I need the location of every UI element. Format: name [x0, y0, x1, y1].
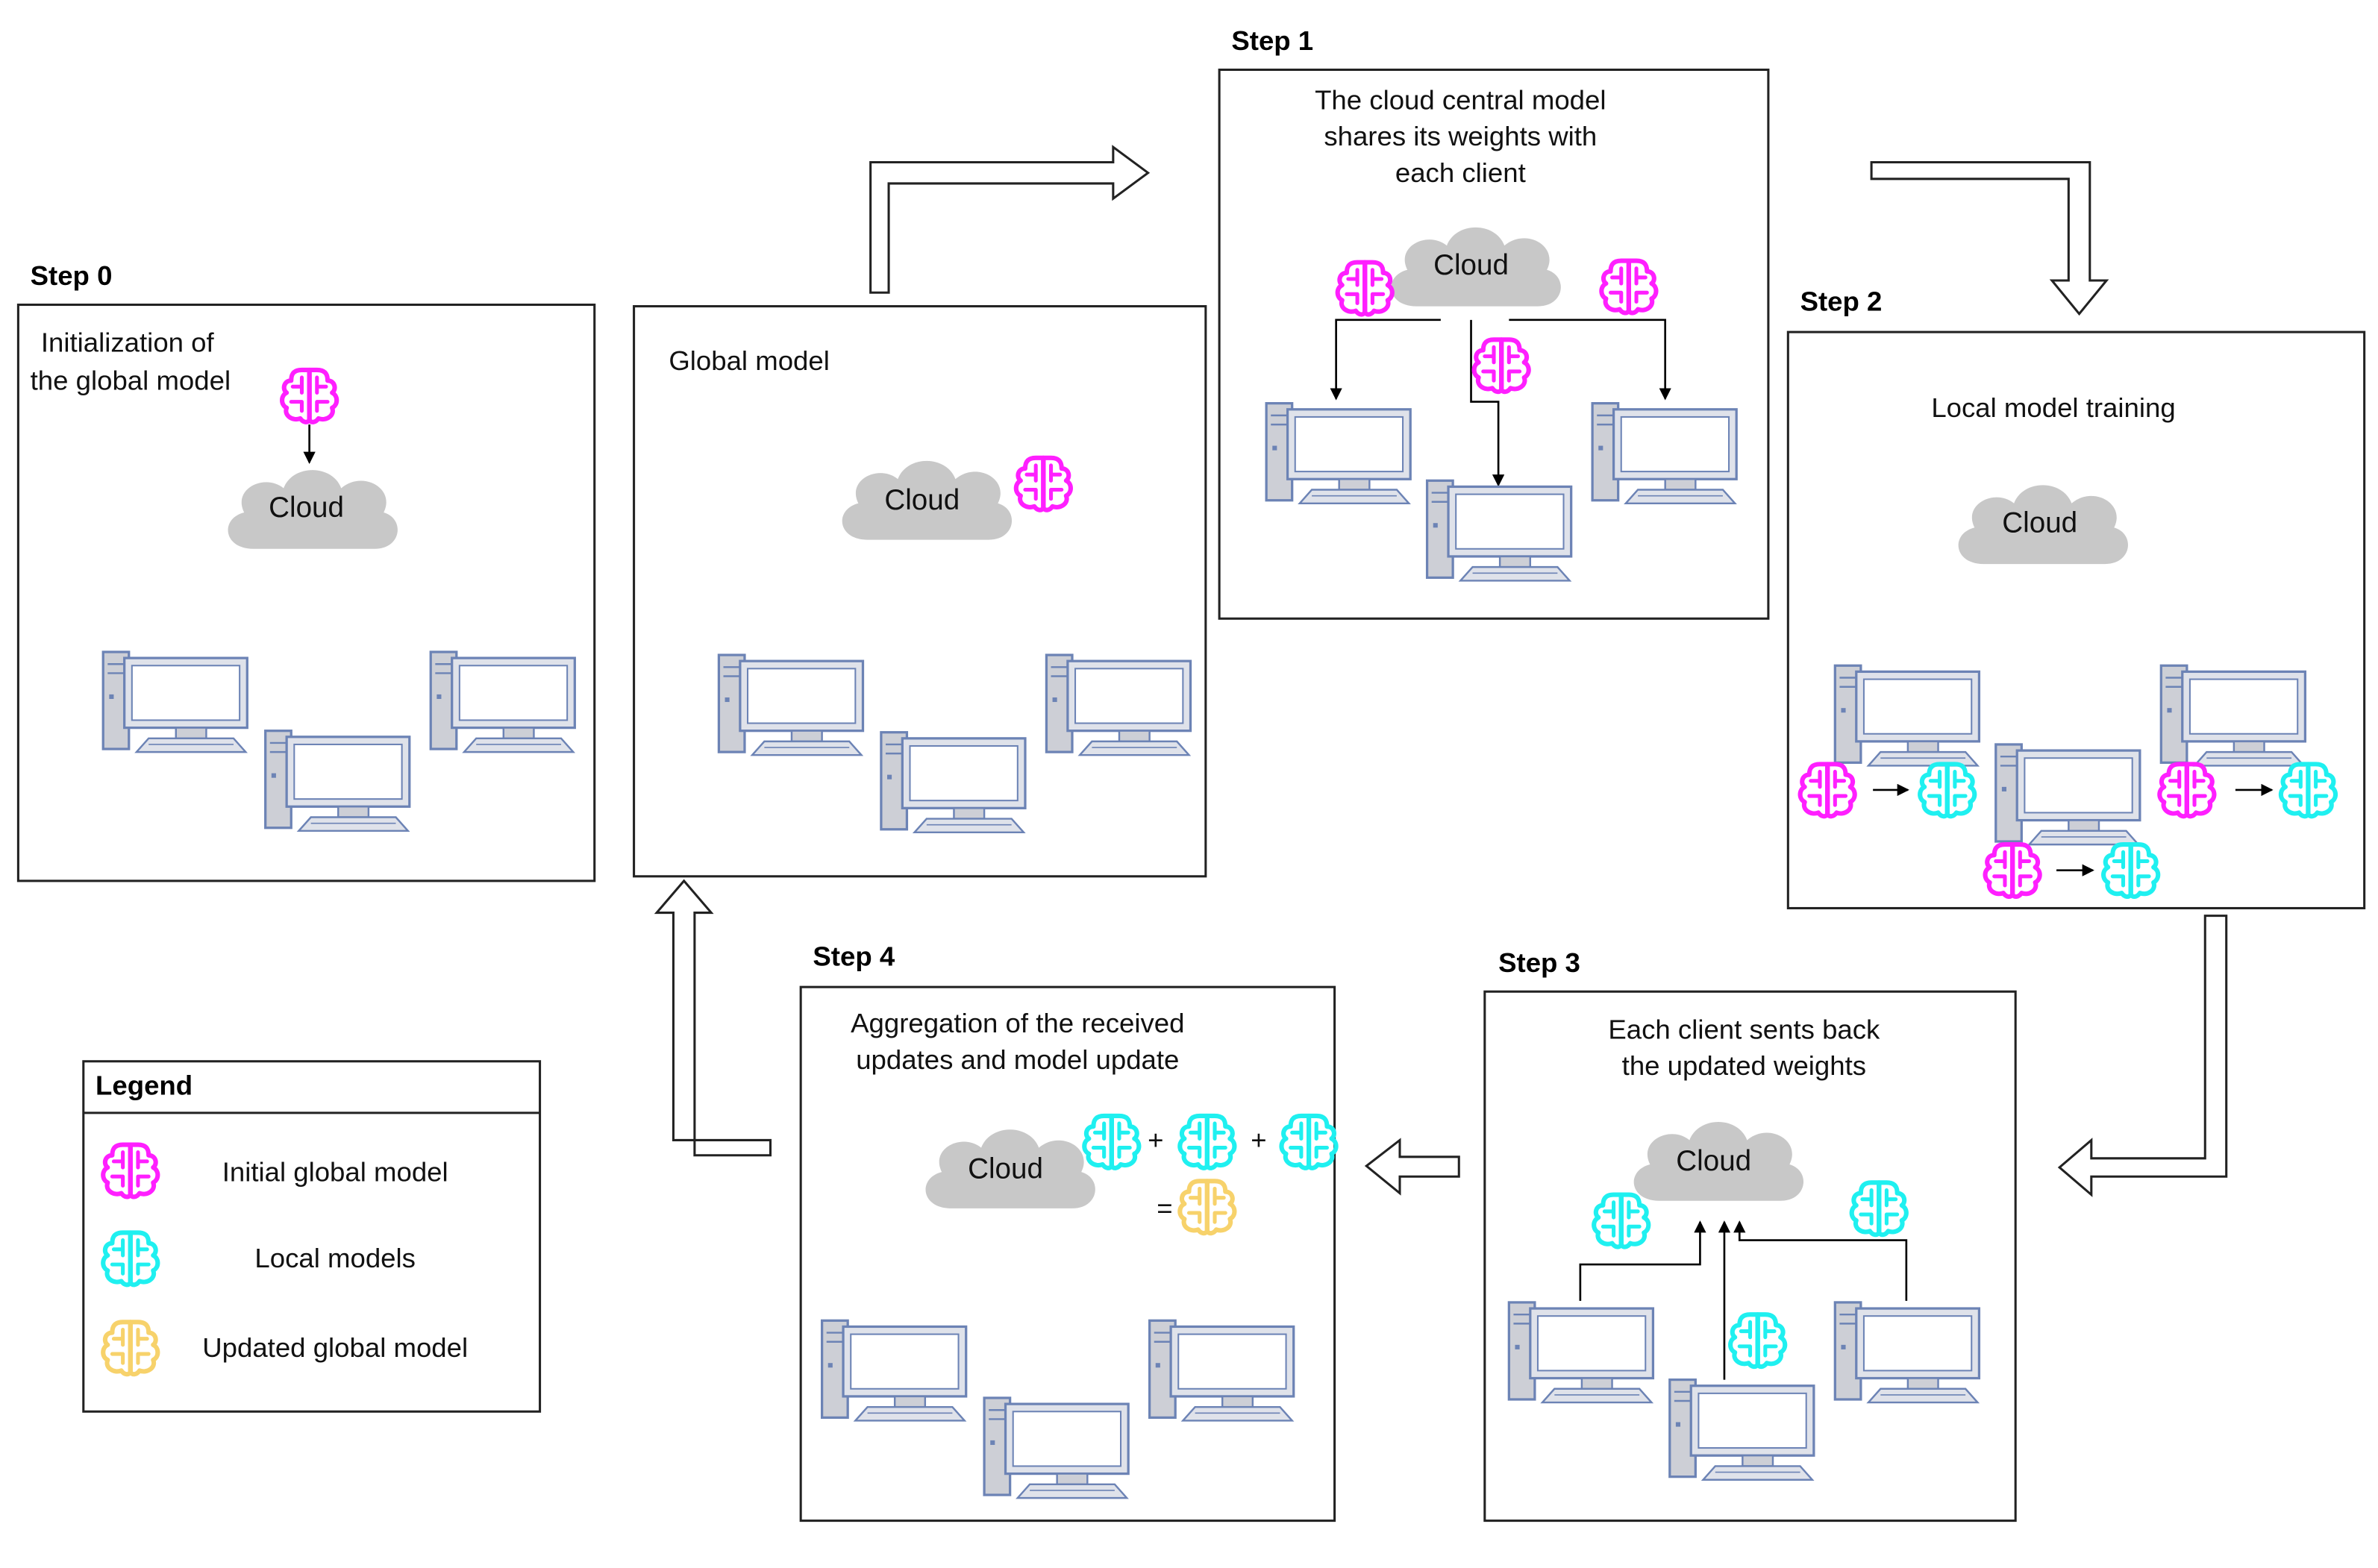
- weights-arrow: [1330, 319, 1441, 401]
- cloud-label: Cloud: [884, 484, 960, 516]
- step3-text-line2: the updated weights: [1622, 1050, 1866, 1081]
- step0-title: Step 0: [31, 260, 113, 291]
- step2-title: Step 2: [1800, 286, 1883, 317]
- weights-arrow: [1470, 319, 1505, 487]
- weights-arrow: [1509, 319, 1671, 401]
- step0-text-line2: the global model: [31, 365, 231, 395]
- cloud-label: Cloud: [1433, 249, 1509, 281]
- step3-text-line1: Each client sents back: [1608, 1014, 1880, 1044]
- update-arrow: [1579, 1220, 1706, 1301]
- legend: Legend Initial global model Local models…: [82, 1060, 542, 1413]
- cloud-label: Cloud: [1676, 1145, 1751, 1177]
- update-arrow: [1733, 1220, 1908, 1301]
- global-model-label: Global model: [669, 345, 830, 376]
- legend-item-local: Local models: [254, 1243, 416, 1273]
- flow-arrow-step2-to-step3: [2057, 915, 2228, 1197]
- step1-panel: Step 1 The cloud central model shares it…: [1218, 25, 1770, 620]
- plus-sign: +: [1148, 1125, 1163, 1155]
- step1-text-line1: The cloud central model: [1315, 84, 1606, 115]
- flow-arrow-step1-to-step2: [1870, 160, 2109, 316]
- legend-item-updated: Updated global model: [202, 1332, 468, 1363]
- step0-text-line1: Initialization of: [41, 327, 215, 358]
- cloud-label: Cloud: [968, 1153, 1043, 1185]
- cloud-label: Cloud: [2002, 507, 2077, 539]
- global-model-panel: Global model Cloud: [633, 305, 1207, 878]
- step1-title: Step 1: [1231, 25, 1313, 56]
- step0-panel: Step 0 Initialization of the global mode…: [16, 260, 596, 882]
- flow-arrow-step4-to-global: [654, 879, 772, 1157]
- step4-text-line1: Aggregation of the received: [851, 1008, 1184, 1038]
- step3-panel: Step 3 Each client sents back the update…: [1483, 947, 2017, 1522]
- step4-title: Step 4: [813, 941, 895, 972]
- step4-text-line2: updates and model update: [856, 1044, 1179, 1075]
- step2-panel: Step 2 Local model training Cloud: [1786, 286, 2366, 909]
- flow-arrow-step3-to-step4: [1364, 1138, 1460, 1196]
- equals-sign: =: [1157, 1193, 1172, 1223]
- step4-panel: Step 4 Aggregation of the received updat…: [799, 941, 1336, 1522]
- step1-text-line3: each client: [1395, 157, 1526, 188]
- plus-sign: +: [1251, 1125, 1266, 1155]
- step1-text-line2: shares its weights with: [1324, 121, 1597, 151]
- cloud-label: Cloud: [269, 492, 344, 524]
- step2-text-line1: Local model training: [1931, 392, 2175, 423]
- flow-arrow-global-to-step1: [869, 145, 1151, 294]
- step3-title: Step 3: [1498, 947, 1580, 978]
- legend-title: Legend: [96, 1070, 193, 1100]
- legend-item-initial: Initial global model: [222, 1156, 448, 1187]
